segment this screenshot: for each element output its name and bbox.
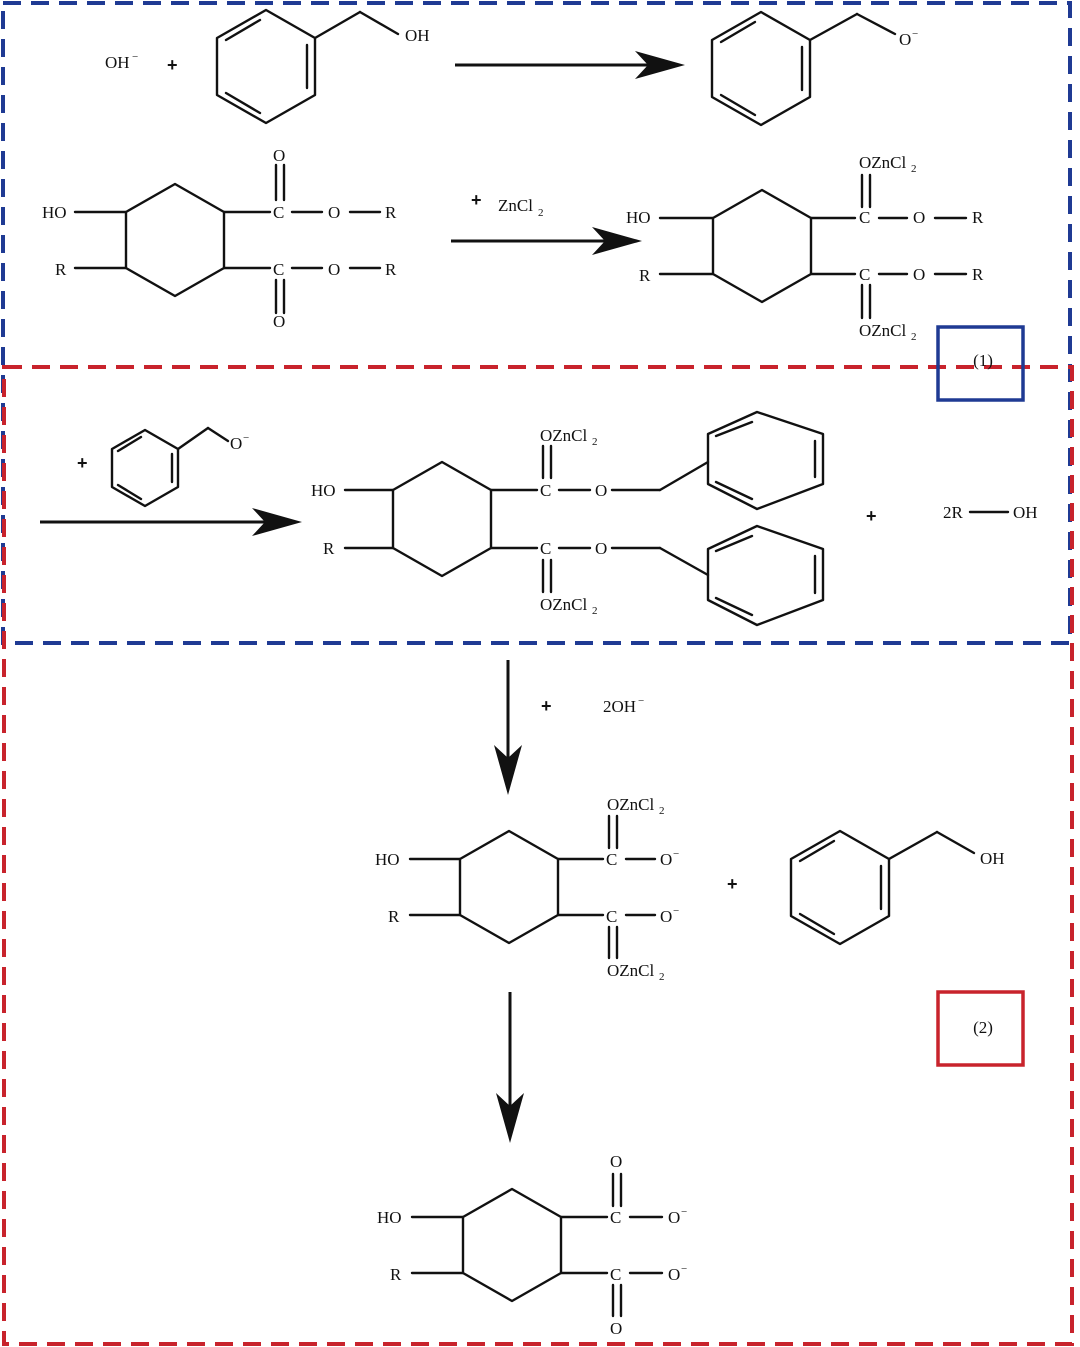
benzyl-alkoxide-molecule: O − bbox=[710, 10, 918, 127]
svg-text:R: R bbox=[385, 203, 397, 222]
svg-text:O: O bbox=[913, 208, 925, 227]
benzyl-alcohol-product: OH bbox=[789, 829, 1005, 946]
svg-text:−: − bbox=[912, 28, 918, 40]
plus-sign: + bbox=[727, 874, 738, 894]
svg-text:OZnCl: OZnCl bbox=[540, 426, 588, 445]
svg-text:−: − bbox=[681, 1263, 687, 1275]
plus-sign: + bbox=[77, 453, 88, 473]
plus-sign: + bbox=[167, 55, 178, 75]
diester-reactant-molecule: HO R C C O O O R O R bbox=[42, 146, 397, 331]
step2-label: (2) bbox=[973, 1018, 993, 1037]
svg-text:−: − bbox=[673, 848, 679, 860]
dibenzyl-ester-complex-molecule: HO R C C OZnCl 2 OZnCl 2 O O bbox=[311, 410, 825, 627]
svg-text:−: − bbox=[243, 432, 249, 444]
zinc-complex-carboxylate-molecule: HO R C C OZnCl 2 OZnCl 2 O − O − bbox=[375, 795, 679, 983]
svg-text:R: R bbox=[55, 260, 67, 279]
plus-sign: + bbox=[866, 506, 877, 526]
svg-text:R: R bbox=[390, 1265, 402, 1284]
svg-text:2: 2 bbox=[659, 971, 665, 983]
svg-text:C: C bbox=[610, 1265, 621, 1284]
svg-text:ZnCl: ZnCl bbox=[498, 196, 533, 215]
svg-text:C: C bbox=[859, 265, 870, 284]
svg-text:−: − bbox=[673, 905, 679, 917]
svg-text:OZnCl: OZnCl bbox=[607, 795, 655, 814]
svg-text:O: O bbox=[595, 539, 607, 558]
svg-text:C: C bbox=[606, 907, 617, 926]
step2-dashed-region bbox=[2, 365, 1074, 1346]
svg-text:HO: HO bbox=[42, 203, 67, 222]
svg-text:C: C bbox=[273, 260, 284, 279]
svg-text:O: O bbox=[668, 1208, 680, 1227]
step2-label-box bbox=[936, 990, 1025, 1067]
svg-text:O: O bbox=[273, 312, 285, 331]
svg-text:OZnCl: OZnCl bbox=[859, 321, 907, 340]
svg-text:−: − bbox=[681, 1206, 687, 1218]
svg-text:2OH: 2OH bbox=[603, 697, 636, 716]
svg-text:2: 2 bbox=[911, 331, 917, 343]
svg-text:C: C bbox=[540, 481, 551, 500]
hydroxide-reactant: OH − bbox=[105, 51, 138, 72]
zinc-chloride-reagent: + ZnCl 2 bbox=[471, 190, 544, 219]
plus-sign: + bbox=[541, 696, 552, 716]
reaction-arrow-right bbox=[455, 51, 685, 79]
svg-text:OH: OH bbox=[405, 26, 430, 45]
svg-text:O: O bbox=[899, 30, 911, 49]
step1-dashed-region bbox=[1, 1, 1072, 645]
svg-text:2: 2 bbox=[538, 207, 544, 219]
svg-text:HO: HO bbox=[311, 481, 336, 500]
svg-text:2: 2 bbox=[911, 163, 917, 175]
svg-text:O: O bbox=[660, 850, 672, 869]
benzyl-alkoxide-reagent: O − bbox=[110, 426, 249, 508]
svg-text:C: C bbox=[610, 1208, 621, 1227]
svg-text:2R: 2R bbox=[943, 503, 964, 522]
svg-text:2: 2 bbox=[659, 805, 665, 817]
svg-text:O: O bbox=[610, 1319, 622, 1338]
svg-text:+: + bbox=[471, 190, 482, 210]
svg-text:−: − bbox=[638, 695, 644, 707]
svg-text:OZnCl: OZnCl bbox=[607, 961, 655, 980]
step1-label-box bbox=[936, 325, 1025, 402]
svg-text:OZnCl: OZnCl bbox=[859, 153, 907, 172]
svg-text:C: C bbox=[606, 850, 617, 869]
svg-text:O: O bbox=[273, 146, 285, 165]
alcohol-byproduct: 2R OH bbox=[943, 503, 1038, 522]
svg-text:C: C bbox=[540, 539, 551, 558]
svg-text:OZnCl: OZnCl bbox=[540, 595, 588, 614]
svg-text:O: O bbox=[328, 260, 340, 279]
svg-text:C: C bbox=[273, 203, 284, 222]
svg-text:R: R bbox=[639, 266, 651, 285]
svg-text:2: 2 bbox=[592, 436, 598, 448]
svg-text:O: O bbox=[610, 1152, 622, 1171]
svg-text:OH: OH bbox=[1013, 503, 1038, 522]
hydroxide-reagent: 2OH − bbox=[603, 695, 644, 716]
svg-text:O: O bbox=[913, 265, 925, 284]
svg-text:R: R bbox=[972, 208, 984, 227]
reaction-arrow-right bbox=[40, 508, 302, 536]
step1-label: (1) bbox=[973, 351, 993, 370]
svg-text:−: − bbox=[132, 51, 138, 63]
svg-text:R: R bbox=[972, 265, 984, 284]
svg-text:O: O bbox=[595, 481, 607, 500]
svg-text:O: O bbox=[230, 434, 242, 453]
svg-text:C: C bbox=[859, 208, 870, 227]
svg-text:R: R bbox=[323, 539, 335, 558]
svg-text:O: O bbox=[660, 907, 672, 926]
reaction-arrow-right bbox=[451, 227, 642, 255]
dicarboxylate-product-molecule: HO R C C O O O − O − bbox=[377, 1152, 687, 1338]
svg-text:HO: HO bbox=[377, 1208, 402, 1227]
svg-text:O: O bbox=[668, 1265, 680, 1284]
svg-text:R: R bbox=[388, 907, 400, 926]
svg-text:OH: OH bbox=[980, 849, 1005, 868]
svg-text:R: R bbox=[385, 260, 397, 279]
svg-text:2: 2 bbox=[592, 605, 598, 617]
reaction-arrow-down bbox=[496, 992, 524, 1143]
svg-text:HO: HO bbox=[375, 850, 400, 869]
svg-text:O: O bbox=[328, 203, 340, 222]
svg-text:HO: HO bbox=[626, 208, 651, 227]
benzyl-alcohol-molecule: OH bbox=[215, 8, 430, 125]
zinc-complex-diester-molecule: HO R C C OZnCl 2 OZnCl 2 O R O R bbox=[626, 153, 984, 343]
reaction-arrow-down bbox=[494, 660, 522, 795]
svg-text:OH: OH bbox=[105, 53, 130, 72]
